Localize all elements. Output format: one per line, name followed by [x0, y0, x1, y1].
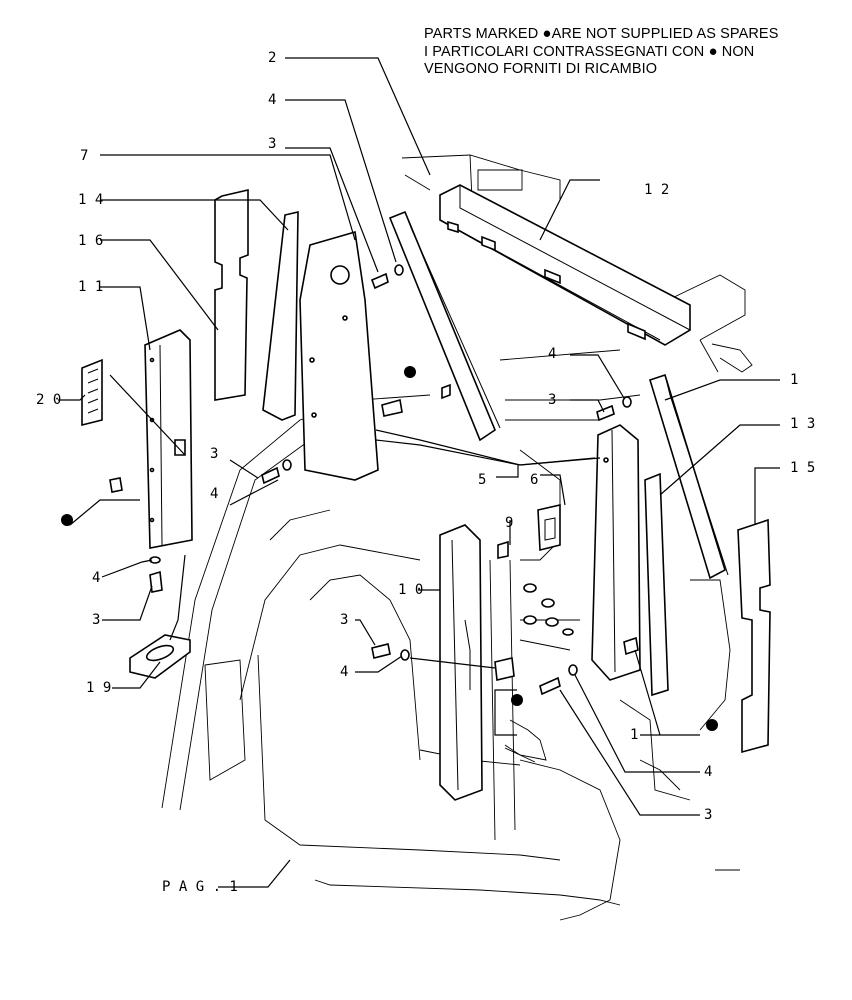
- callout-3: 3: [268, 136, 276, 152]
- part-2-pillar: [388, 210, 501, 442]
- callout-4: 4: [92, 570, 100, 586]
- not-supplied-markers: [61, 366, 718, 731]
- callout-page-ref: P A G . 1: [162, 879, 238, 895]
- callout-3: 3: [92, 612, 100, 628]
- callout-4: 4: [704, 764, 712, 780]
- part-6-clip: [537, 503, 561, 552]
- part-9-clip: [497, 540, 509, 559]
- callout-labels: 2 4 3 7 1 4 1 6 1 1 2 0 1 2 4 3 1 1 3 1 …: [36, 50, 815, 895]
- callout-12: 1 2: [644, 182, 669, 198]
- note-line-3: VENGONO FORNITI DI RICAMBIO: [424, 61, 658, 77]
- part-19-rubber-block: [129, 634, 191, 679]
- callout-5: 5: [478, 472, 486, 488]
- part-11-side-panel: [144, 329, 193, 549]
- callout-4: 4: [268, 92, 276, 108]
- callout-2: 2: [268, 50, 276, 66]
- callout-11: 1 1: [78, 279, 103, 295]
- part-10-channel: [439, 524, 483, 801]
- part-14-strip: [262, 210, 299, 421]
- right-channel-post: [591, 424, 641, 681]
- callout-14: 1 4: [78, 192, 103, 208]
- callout-13: 1 3: [790, 416, 815, 432]
- part-15-foam-strip: [737, 518, 771, 754]
- callout-15: 1 5: [790, 460, 815, 476]
- callout-1: 1: [630, 727, 638, 743]
- part-1-brace: [649, 373, 729, 580]
- callout-16: 1 6: [78, 233, 103, 249]
- callout-20: 2 0: [36, 392, 61, 408]
- leader-lines: [58, 57, 780, 888]
- part-7-pillar-cover: [299, 230, 379, 481]
- part-13-strip: [644, 472, 669, 697]
- callout-4: 4: [210, 486, 218, 502]
- callout-3: 3: [210, 446, 218, 462]
- cab-frame-background: [161, 154, 753, 921]
- callout-3: 3: [340, 612, 348, 628]
- callout-4: 4: [548, 346, 556, 362]
- callout-3: 3: [548, 392, 556, 408]
- callout-7: 7: [80, 148, 88, 164]
- marker-dot-icon: ●: [542, 25, 552, 42]
- note-line-1: PARTS MARKED ●ARE NOT SUPPLIED AS SPARES: [424, 25, 779, 42]
- callout-10: 1 0: [398, 582, 423, 598]
- callout-4: 4: [340, 664, 348, 680]
- stand-off-fittings: [523, 583, 574, 636]
- part-20-vent-grille: [81, 358, 103, 427]
- callout-9: 9: [505, 515, 513, 531]
- callout-19: 1 9: [86, 680, 111, 696]
- callout-6: 6: [530, 472, 538, 488]
- part-16-foam-seal: [214, 188, 249, 401]
- marker-dot-icon: ●: [708, 43, 718, 60]
- callout-1: 1: [790, 372, 798, 388]
- note-line-2: I PARTICOLARI CONTRASSEGNATI CON ● NON: [424, 43, 755, 60]
- part-12-cross-beam: [439, 184, 691, 346]
- screws-and-washers: [109, 264, 639, 696]
- callout-3: 3: [704, 807, 712, 823]
